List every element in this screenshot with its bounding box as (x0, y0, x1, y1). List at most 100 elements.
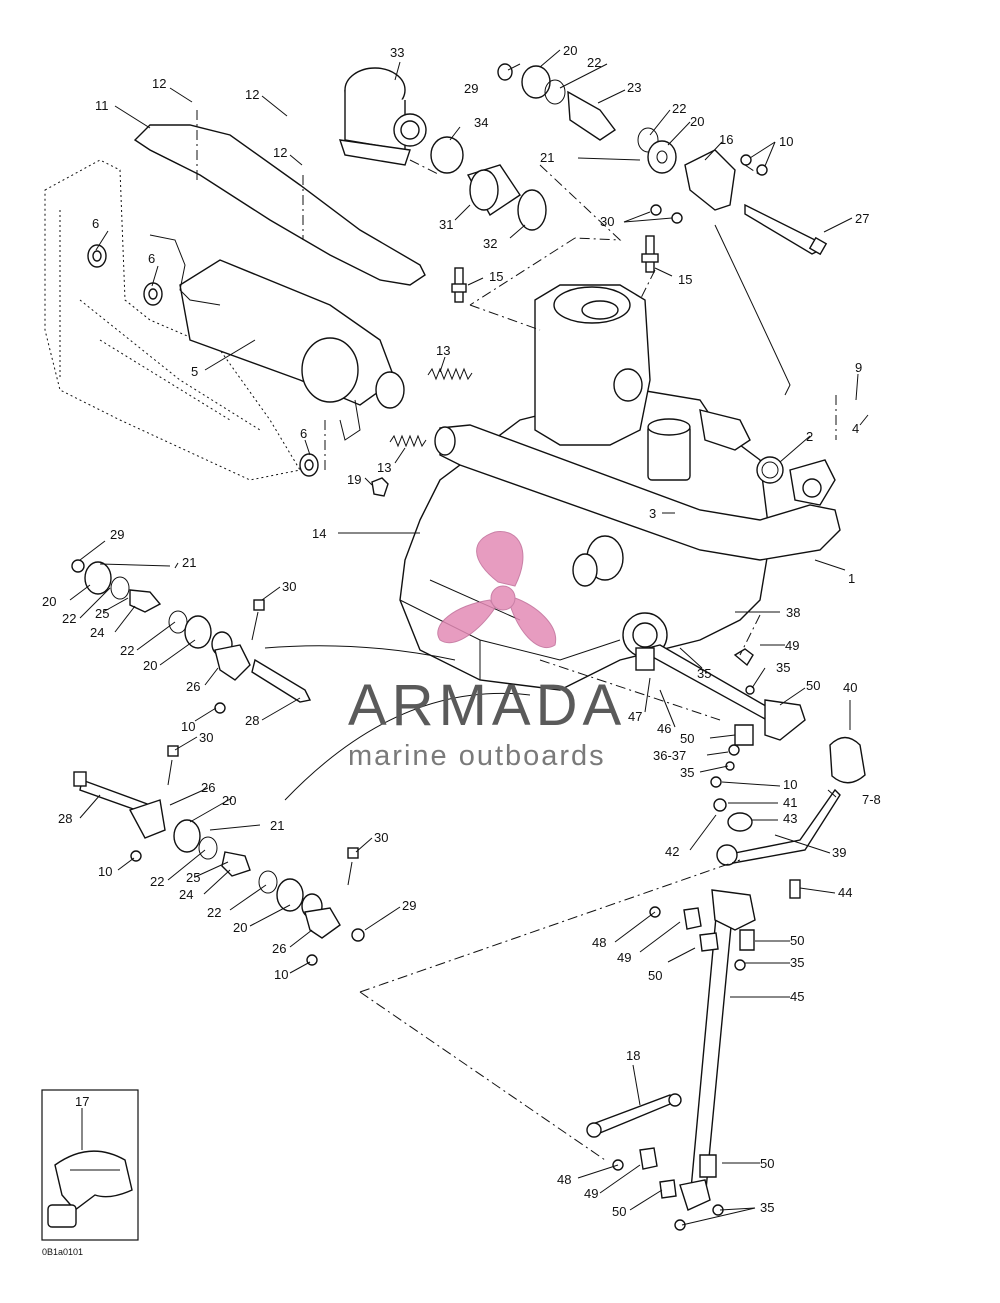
hull-frame-ghost (44, 159, 301, 481)
nut-top-1 (740, 154, 752, 166)
callout-41: 41 (783, 795, 797, 810)
callout-10-d: 10 (274, 967, 288, 982)
callout-12-b: 12 (245, 87, 259, 102)
callout-50-f: 50 (612, 1204, 626, 1219)
callout-20-a: 20 (563, 43, 577, 58)
callout-30-d: 30 (374, 830, 388, 845)
callout-3: 3 (649, 506, 656, 521)
clamp-34 (430, 136, 464, 174)
callout-50-a: 50 (806, 678, 820, 693)
callout-49-c: 49 (584, 1186, 598, 1201)
callout-20-f: 20 (233, 920, 247, 935)
watermark-tagline: marine outboards (348, 740, 606, 772)
callout-42: 42 (665, 844, 679, 859)
callout-21-c: 21 (270, 818, 284, 833)
callout-22-e: 22 (150, 874, 164, 889)
callout-46: 46 (657, 721, 671, 736)
callout-50-d: 50 (648, 968, 662, 983)
callout-6-c: 6 (300, 426, 307, 441)
callout-47: 47 (628, 709, 642, 724)
callout-44: 44 (838, 885, 852, 900)
callout-16: 16 (719, 132, 733, 147)
callout-36-37: 36-37 (653, 748, 686, 763)
callout-49-b: 49 (617, 950, 631, 965)
intake-boot (466, 164, 521, 217)
watermark-brand: ARMADA (348, 673, 626, 738)
callout-6-b: 6 (148, 251, 155, 266)
callout-50-e: 50 (760, 1156, 774, 1171)
left-rear-mount-assembly (71, 559, 312, 714)
callout-12-a: 12 (152, 76, 166, 91)
propeller-blade-1 (476, 531, 524, 587)
callout-4: 4 (852, 421, 859, 436)
callout-35-a: 35 (697, 666, 711, 681)
callout-35-b: 35 (776, 660, 790, 675)
callout-18: 18 (626, 1048, 640, 1063)
callout-25-a: 25 (95, 606, 109, 621)
callout-19: 19 (347, 472, 361, 487)
callout-13-a: 13 (436, 343, 450, 358)
callout-27: 27 (855, 211, 869, 226)
callout-6-a: 6 (92, 216, 99, 231)
screw-top-1 (650, 204, 662, 216)
screw-top-2 (671, 212, 683, 224)
callout-30-c: 30 (199, 730, 213, 745)
callout-22-d: 22 (120, 643, 134, 658)
spark-plug-2 (641, 235, 659, 273)
callout-7-8: 7-8 (862, 792, 881, 807)
exhaust-clip (371, 477, 389, 497)
assembly-lines (196, 110, 837, 1161)
top-mount-assembly (497, 63, 677, 174)
callout-2: 2 (806, 429, 813, 444)
carburetor (338, 67, 427, 166)
callout-49-a: 49 (785, 638, 799, 653)
spark-plug-1 (451, 267, 467, 303)
spring-2 (389, 434, 427, 448)
callout-28-a: 28 (245, 713, 259, 728)
callout-20-c: 20 (42, 594, 56, 609)
shift-linkage (586, 644, 866, 1231)
callout-14: 14 (312, 526, 326, 541)
callout-29-a: 29 (464, 81, 478, 96)
callout-45: 45 (790, 989, 804, 1004)
callout-25-b: 25 (186, 870, 200, 885)
propeller-hub (490, 585, 516, 611)
callout-24-b: 24 (179, 887, 193, 902)
callout-12-c: 12 (273, 145, 287, 160)
callout-50-b: 50 (680, 731, 694, 746)
callout-35-c: 35 (680, 765, 694, 780)
nut-top-2 (756, 164, 768, 176)
callout-28-b: 28 (58, 811, 72, 826)
callout-1: 1 (848, 571, 855, 586)
exhaust-manifold (434, 409, 841, 561)
muffler (149, 234, 405, 441)
rubber-mount-1 (87, 244, 107, 268)
callout-39: 39 (832, 845, 846, 860)
callout-10-e: 10 (783, 777, 797, 792)
callout-40: 40 (843, 680, 857, 695)
callout-35-d: 35 (790, 955, 804, 970)
callout-21-b: 21 (182, 555, 196, 570)
callout-numbers: 1 2 3 4 5 6 6 6 7-8 9 10 10 10 10 10 11 … (42, 43, 881, 1219)
callout-35-e: 35 (760, 1200, 774, 1215)
long-bolt-27 (744, 203, 828, 256)
callout-13-b: 13 (377, 460, 391, 475)
top-engine-bracket (684, 149, 736, 211)
callout-23: 23 (627, 80, 641, 95)
watermark-logo (437, 531, 557, 648)
heat-shield (133, 124, 426, 286)
callout-26-c: 26 (272, 941, 286, 956)
callout-20-e: 20 (222, 793, 236, 808)
callout-22-b: 22 (672, 101, 686, 116)
callout-22-f: 22 (207, 905, 221, 920)
callout-30-b: 30 (282, 579, 296, 594)
left-front-mount-assembly (73, 745, 365, 966)
drawing-code: 0B1a0101 (42, 1247, 83, 1257)
callout-26-a: 26 (186, 679, 200, 694)
callout-29-b: 29 (110, 527, 124, 542)
callout-43: 43 (783, 811, 797, 826)
rubber-mount-2 (143, 282, 163, 306)
propeller-blade-3 (509, 597, 557, 648)
